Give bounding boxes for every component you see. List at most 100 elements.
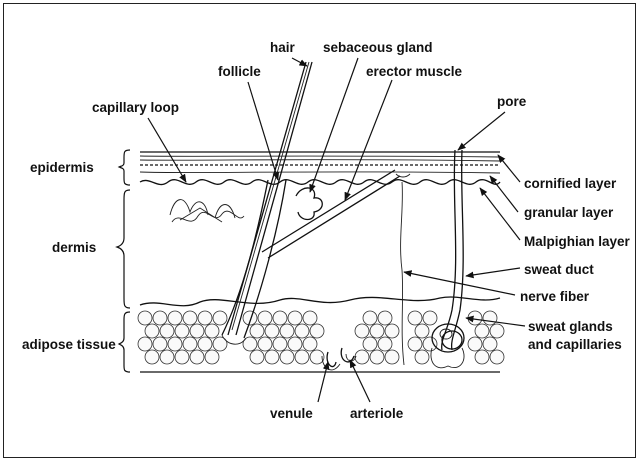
fat-cell <box>408 311 422 325</box>
label-venule: venule <box>270 406 313 421</box>
label-erector-muscle: erector muscle <box>366 64 463 79</box>
fat-cell <box>190 350 204 364</box>
labels: hair sebaceous gland follicle erector mu… <box>22 40 631 421</box>
adipose-layer <box>138 297 504 372</box>
label-cornified-layer: cornified layer <box>524 176 617 191</box>
fat-cell <box>378 311 392 325</box>
epidermis-layer <box>140 152 500 185</box>
fat-cell <box>483 337 497 351</box>
fat-cell <box>288 337 302 351</box>
fat-cell <box>423 337 437 351</box>
erector-leader <box>345 80 392 200</box>
fat-cell <box>370 350 384 364</box>
hair-leader <box>292 58 307 66</box>
fat-cell <box>355 350 369 364</box>
fat-cell <box>490 324 504 338</box>
label-hair: hair <box>270 40 296 55</box>
fat-cell <box>288 311 302 325</box>
label-sweat-glands-line1: sweat glands <box>528 319 613 334</box>
label-granular-layer: granular layer <box>524 205 614 220</box>
fat-cell <box>153 337 167 351</box>
fat-cell <box>168 311 182 325</box>
fat-cell <box>303 311 317 325</box>
fat-cell <box>415 324 429 338</box>
fat-cell <box>378 337 392 351</box>
fat-cell <box>280 350 294 364</box>
fat-cell <box>363 337 377 351</box>
fat-cell <box>160 324 174 338</box>
fat-cell <box>483 311 497 325</box>
label-pore: pore <box>497 94 527 109</box>
malpighian-leader <box>480 188 520 240</box>
fat-cell <box>265 324 279 338</box>
fat-cell <box>205 324 219 338</box>
fat-cell <box>168 337 182 351</box>
fat-cell <box>363 311 377 325</box>
fat-cell <box>475 324 489 338</box>
fat-cell <box>190 324 204 338</box>
sebaceous-gland <box>296 188 322 220</box>
fat-cell <box>175 350 189 364</box>
fat-cell <box>198 337 212 351</box>
fat-cell <box>468 337 482 351</box>
capillary-loops <box>170 200 244 222</box>
label-malpighian-layer: Malpighian layer <box>524 234 631 249</box>
fat-cell <box>280 324 294 338</box>
fat-cell <box>490 350 504 364</box>
fat-cell <box>370 324 384 338</box>
epidermis-brace <box>119 150 130 185</box>
fat-cell <box>138 337 152 351</box>
label-follicle: follicle <box>218 64 261 79</box>
fat-cell <box>250 324 264 338</box>
label-nerve-fiber: nerve fiber <box>520 289 590 304</box>
sweat-duct-leader <box>466 268 520 276</box>
label-capillary-loop: capillary loop <box>92 100 179 115</box>
hair-shaft <box>228 62 312 335</box>
label-arteriole: arteriole <box>350 406 404 421</box>
fat-cell <box>183 337 197 351</box>
dermis-brace <box>117 190 130 308</box>
fat-cell <box>145 350 159 364</box>
fat-cell <box>183 311 197 325</box>
nerve-fiber-leader <box>404 272 515 295</box>
fat-cell <box>258 311 272 325</box>
pore-leader <box>458 112 505 150</box>
fat-cell <box>295 324 309 338</box>
label-sweat-duct: sweat duct <box>524 262 594 277</box>
fat-cell <box>273 311 287 325</box>
label-adipose-tissue: adipose tissue <box>22 337 116 352</box>
fat-cell <box>175 324 189 338</box>
fat-cell <box>303 337 317 351</box>
fat-cell <box>258 337 272 351</box>
fat-cell <box>198 311 212 325</box>
fat-cell <box>213 311 227 325</box>
skin-illustration <box>138 62 504 372</box>
fat-cell <box>145 324 159 338</box>
nerve-fiber-illustration <box>396 174 410 365</box>
fat-cell <box>160 350 174 364</box>
fat-cell <box>310 324 324 338</box>
cornified-leader <box>498 155 520 182</box>
fat-cell <box>415 350 429 364</box>
fat-cell <box>295 350 309 364</box>
label-dermis: dermis <box>52 240 96 255</box>
fat-cell <box>153 311 167 325</box>
fat-cell <box>250 350 264 364</box>
fat-cell <box>408 337 422 351</box>
label-sweat-glands-line2: and capillaries <box>528 337 622 352</box>
fat-cell <box>205 350 219 364</box>
label-sebaceous-gland: sebaceous gland <box>323 40 433 55</box>
fat-cell <box>385 350 399 364</box>
fat-cell <box>475 350 489 364</box>
fat-cell <box>265 350 279 364</box>
fat-cell <box>273 337 287 351</box>
adipose-brace <box>119 312 130 372</box>
label-epidermis: epidermis <box>30 160 94 175</box>
fat-cell <box>355 324 369 338</box>
fat-cell <box>385 324 399 338</box>
venule-leader <box>318 362 328 402</box>
arteriole-leader <box>350 360 370 402</box>
fat-cell <box>138 311 152 325</box>
layer-braces <box>117 150 130 372</box>
